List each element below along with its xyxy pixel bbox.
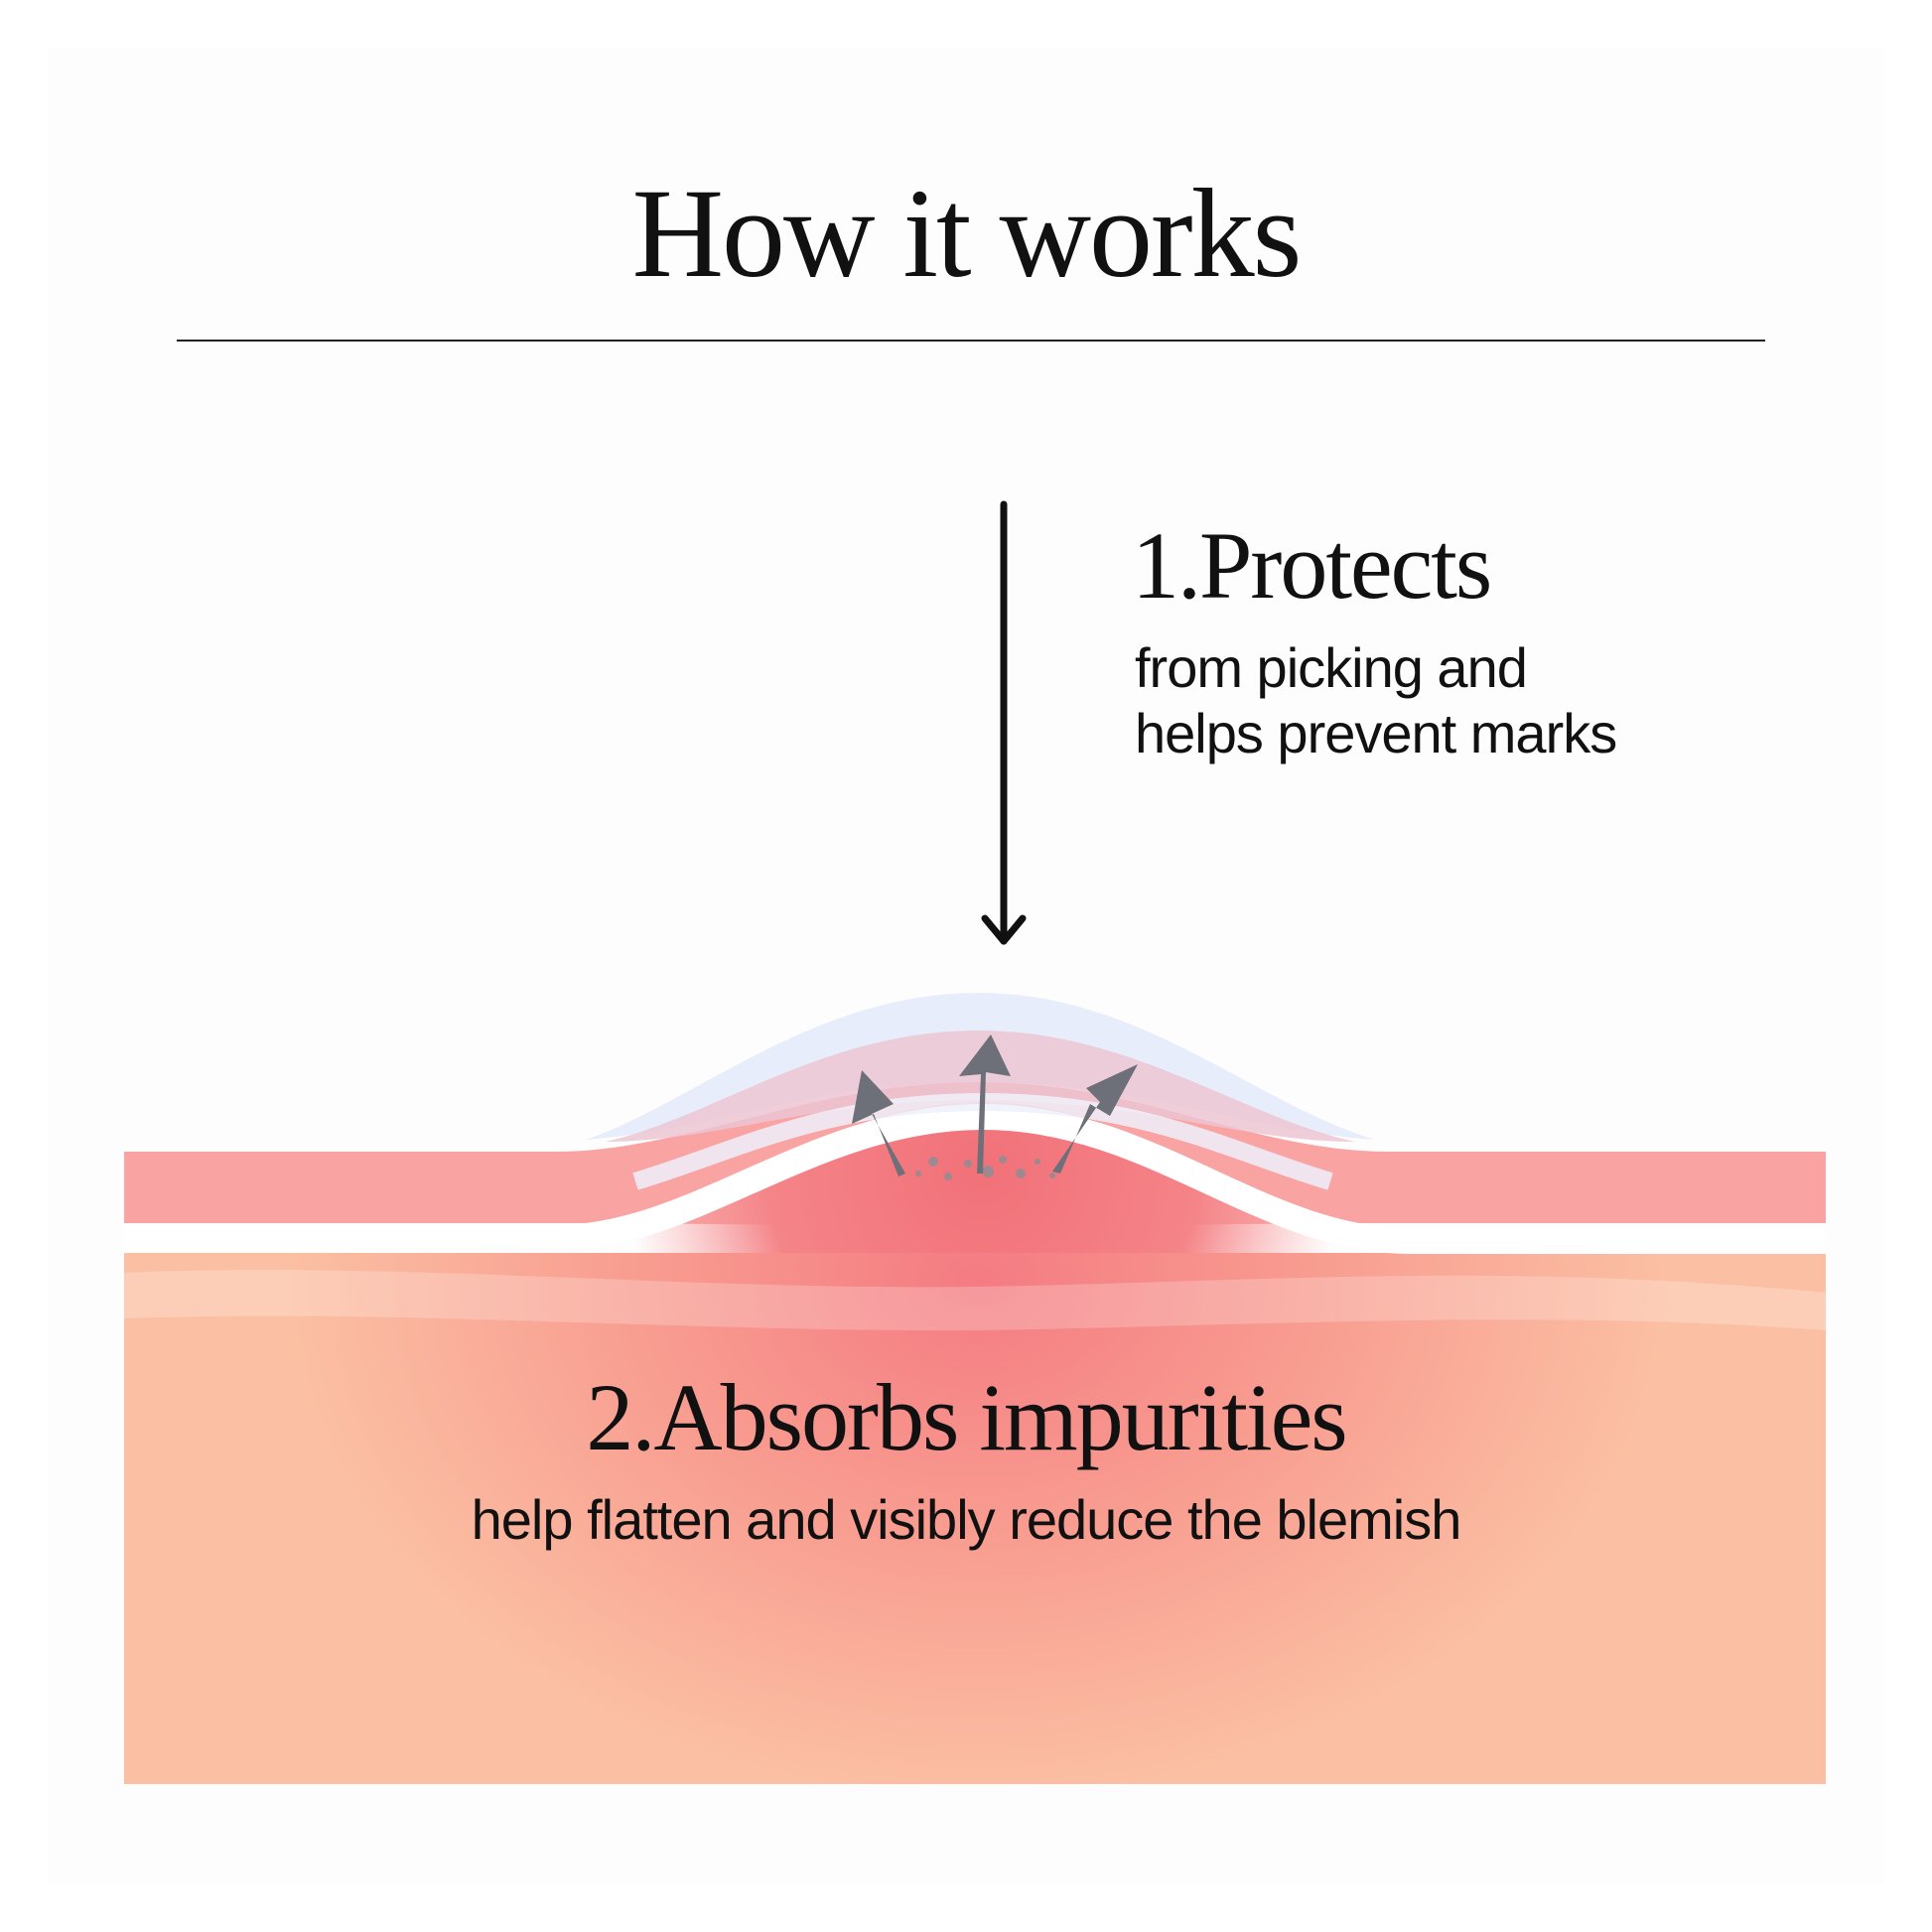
dermis-layer (124, 1253, 1826, 1784)
patch-inner (606, 1031, 1355, 1142)
arrow-down-icon (981, 500, 1027, 945)
step-1-heading: 1.Protects (1132, 512, 1492, 619)
step-1-description-line: from picking and (1135, 636, 1528, 699)
step-2-description: help flatten and visibly reduce the blem… (471, 1488, 1462, 1551)
title-divider (177, 340, 1765, 342)
impurity-particles (915, 1156, 1055, 1180)
inflammation-area (556, 1102, 1410, 1253)
step-2-heading: 2.Absorbs impurities (586, 1364, 1347, 1470)
dermis-wave (124, 1270, 1826, 1331)
page-title: How it works (631, 163, 1303, 304)
arrow-up-icon (852, 1035, 1138, 1176)
step-1-description-line: helps prevent marks (1135, 702, 1617, 764)
step-1-description: from picking and helps prevent marks (1135, 635, 1830, 766)
